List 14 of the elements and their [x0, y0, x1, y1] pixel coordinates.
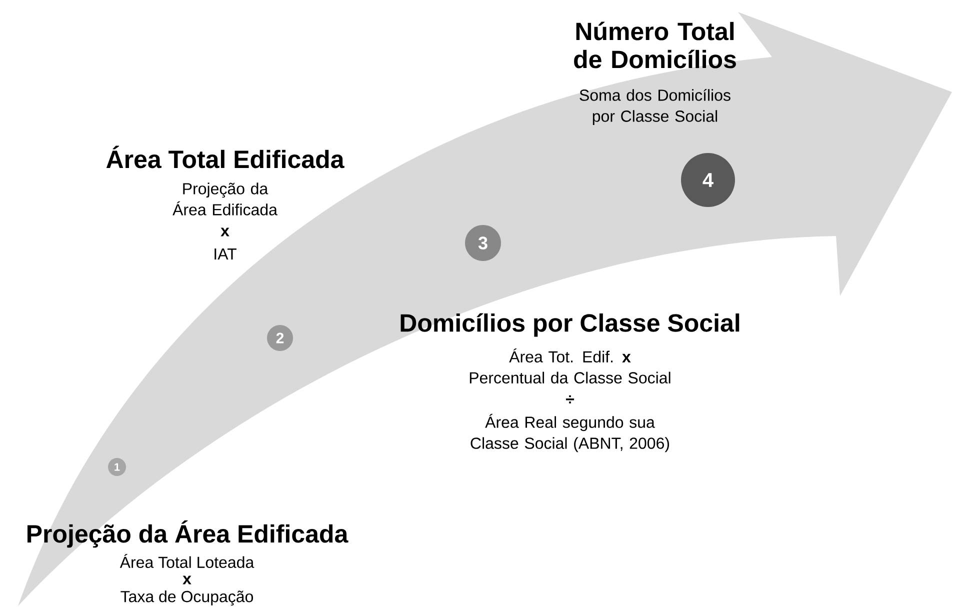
step-heading: Número Total de Domicílios	[574, 22, 736, 68]
step-description: ÷	[566, 395, 574, 404]
step-description: Projeção da Área Edificada	[172, 182, 278, 216]
step-heading: Domicílios por Classe Social	[400, 313, 740, 337]
step-description: x	[220, 228, 230, 236]
step-description: Taxa de Ocupação	[120, 590, 253, 606]
step-description: Área Real segundo sua Classe Social (ABNT, 2006)	[470, 414, 669, 452]
step-description: Área Tot. Edif. x Percentual da Classe Social	[470, 348, 670, 384]
step-description: x	[182, 576, 192, 584]
step-heading: Projeção da Área Edificada	[28, 520, 348, 548]
step-description: Soma dos Domicílios por Classe Social	[580, 88, 730, 126]
step-description: IAT	[214, 248, 236, 260]
step-description: Área Total Loteada	[120, 554, 254, 568]
step-heading: Área Total Edificada	[106, 146, 344, 168]
